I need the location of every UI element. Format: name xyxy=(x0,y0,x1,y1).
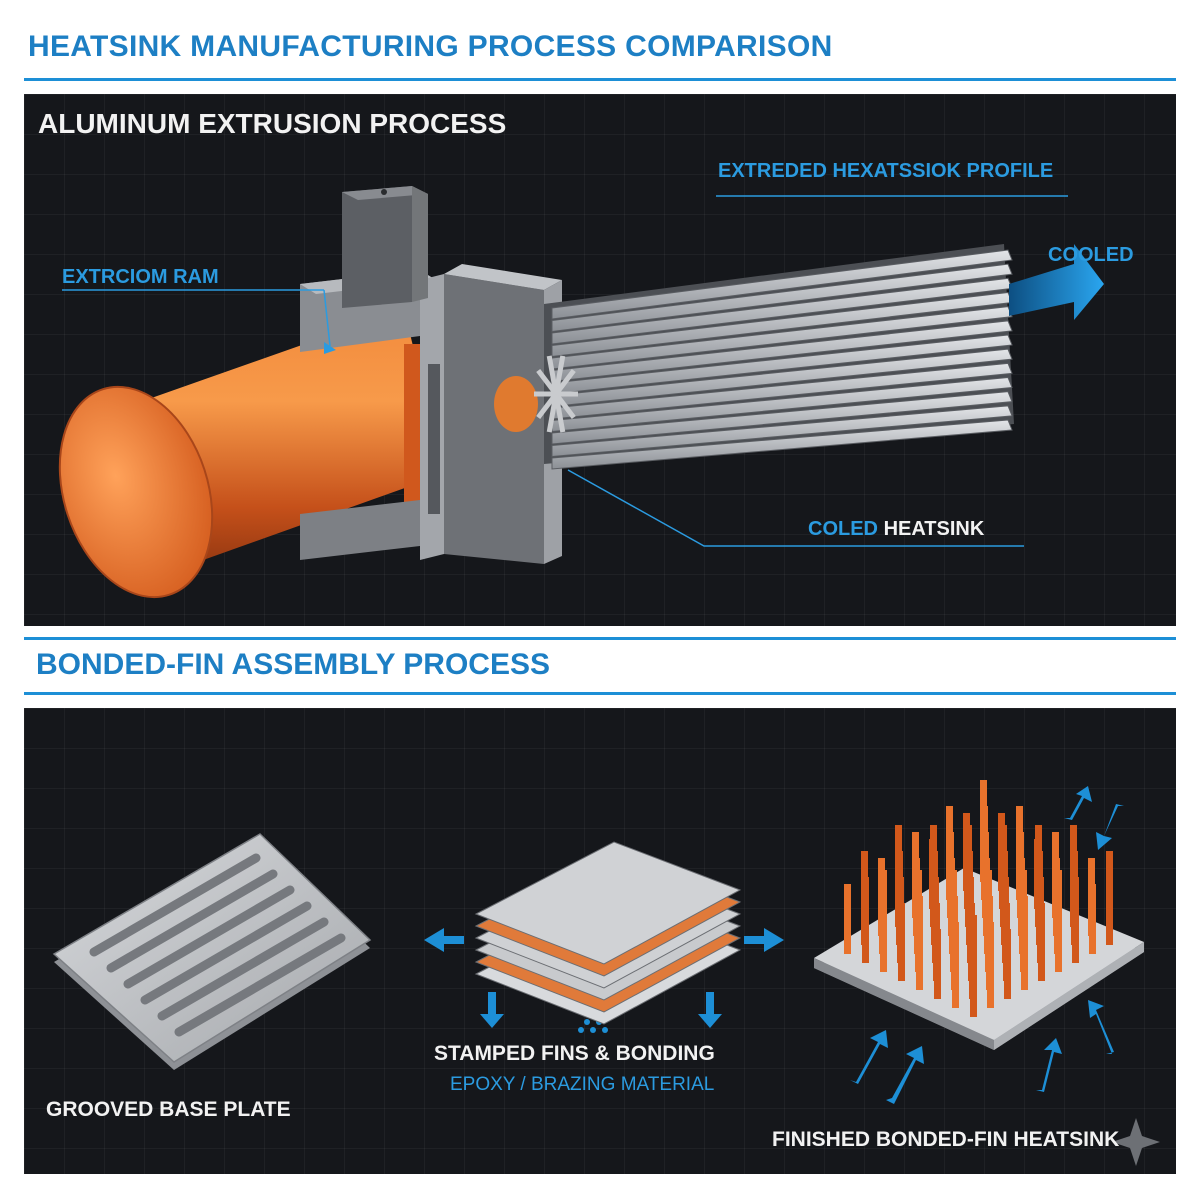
bonded-fin xyxy=(916,896,923,990)
bonded-fin xyxy=(1089,884,1096,954)
fins-sublabel: EPOXY / BRAZING MATERIAL xyxy=(450,1074,715,1095)
bonded-fin xyxy=(970,915,977,1017)
section-rule-bottom xyxy=(24,692,1176,695)
bonded-fin xyxy=(1055,870,1062,972)
finished-label: FINISHED BONDED-FIN HEATSINK xyxy=(772,1128,1120,1151)
plate-groove xyxy=(174,933,346,1037)
cooled-label: COOLED xyxy=(1048,244,1134,266)
section-rule-top xyxy=(24,637,1176,640)
profile-tooth xyxy=(554,368,576,396)
die-housing xyxy=(300,186,562,564)
airflow-arrows xyxy=(850,786,1124,1104)
extruded-fin xyxy=(551,263,1013,333)
bonded-fin xyxy=(1004,929,1011,999)
extruded-fin xyxy=(551,249,1013,320)
bonded-fin xyxy=(1106,851,1113,945)
stamped-fin-stack xyxy=(474,841,742,1025)
extruded-fin xyxy=(551,405,1013,458)
profile-label: EXTREDED HEXATSSIOK PROFILE xyxy=(718,160,1054,182)
sparkle-icon xyxy=(1112,1118,1160,1166)
grooved-base-plate xyxy=(52,833,372,1070)
bonded-fin xyxy=(1072,877,1079,963)
coled-prefix: COLED xyxy=(808,518,878,540)
plate-groove xyxy=(140,901,312,1005)
fins-label: STAMPED FINS & BONDING xyxy=(434,1042,715,1065)
plate-groove xyxy=(123,885,295,989)
extrusion-illustration xyxy=(58,186,1104,599)
cooled-arrow xyxy=(1009,244,1104,320)
ram-label: EXTRCIOM RAM xyxy=(62,266,219,288)
profile-tooth xyxy=(536,392,558,420)
coled-heatsink-label: COLED HEATSINK xyxy=(808,518,984,541)
bonded-fin xyxy=(987,922,994,1008)
extrusion-heading: ALUMINUM EXTRUSION PROCESS xyxy=(38,108,507,139)
plate-groove xyxy=(106,869,278,973)
plate-groove xyxy=(157,917,329,1021)
stacked-sheet xyxy=(474,841,742,965)
spread-arrows xyxy=(424,928,784,1033)
plate-groove xyxy=(89,853,261,957)
profile-tooth xyxy=(546,393,559,433)
extruded-fin xyxy=(551,419,1013,470)
base-plate-label: GROOVED BASE PLATE xyxy=(46,1098,291,1121)
leader-lines xyxy=(62,195,1068,547)
extruded-fin xyxy=(551,391,1013,445)
billet-cylinder xyxy=(58,309,444,599)
page-title: HEATSINK MANUFACTURING PROCESS COMPARISO… xyxy=(28,30,833,63)
bonded-fin xyxy=(1038,903,1045,981)
bonded-fin xyxy=(1021,896,1028,990)
bonded-fin xyxy=(898,903,905,981)
profile-tooth xyxy=(553,355,566,395)
bonded-panel: GROOVED BASE PLATE STAMPED FINS & BONDIN… xyxy=(24,708,1176,1174)
coled-suffix: HEATSINK xyxy=(883,518,985,540)
ram-pointer xyxy=(324,342,336,354)
extruded-profile xyxy=(534,244,1014,470)
title-rule xyxy=(24,78,1176,81)
bonded-fin xyxy=(952,922,959,1008)
extrusion-panel: ALUMINUM EXTRUSION PROCESS EXTREDED HEXA… xyxy=(24,94,1176,626)
bonded-fin xyxy=(844,884,851,954)
bonded-heading: BONDED-FIN ASSEMBLY PROCESS xyxy=(36,648,550,681)
bonded-fin xyxy=(934,929,941,999)
bonded-fin xyxy=(862,877,869,963)
bonded-fin xyxy=(880,870,887,972)
finished-heatsink xyxy=(814,780,1144,1050)
bonded-illustration xyxy=(52,780,1160,1166)
